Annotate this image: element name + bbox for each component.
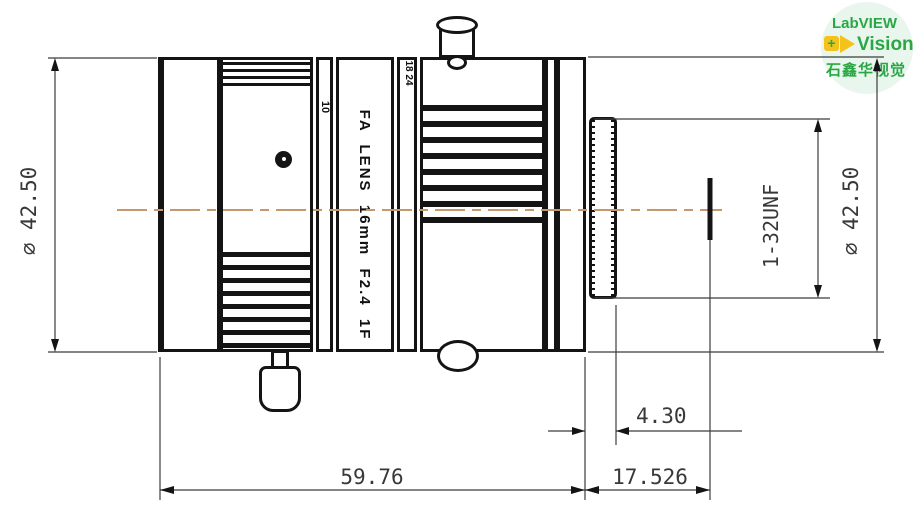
dim-thread-length: 4.30 xyxy=(636,404,687,428)
aperture-ring xyxy=(420,57,545,352)
dim-flange-distance: 17.526 xyxy=(612,465,688,489)
focus-ring-knurl-bottom xyxy=(223,252,310,349)
logo-arrow-icon xyxy=(840,35,855,53)
dim-right-diameter: ∅ 42.50 xyxy=(839,167,863,256)
model-engraving: FA LENS 16mm F2.4 1F xyxy=(356,109,373,341)
iris-scale-ring xyxy=(397,57,417,352)
labview-plus-icon: + xyxy=(824,36,839,51)
aperture-lock-screw-bottom xyxy=(437,340,479,372)
dim-thread-spec: 1-32UNF xyxy=(759,184,783,268)
logo-labview-text: LabVIEW xyxy=(832,15,898,32)
focus-lock-screw-body xyxy=(259,366,301,412)
focus-ring xyxy=(220,57,313,352)
logo-chinese-text: 石鑫华视觉 xyxy=(826,62,907,79)
aperture-lock-screw-base xyxy=(447,55,467,70)
dim-body-length: 59.76 xyxy=(340,465,403,489)
logo-vision-text: Vision xyxy=(857,34,913,55)
rear-flange-ring xyxy=(545,57,557,352)
focus-scale-ring xyxy=(316,57,333,352)
front-barrel xyxy=(158,57,220,352)
aperture-ring-knurl xyxy=(423,105,542,223)
focus-ring-knurl-top xyxy=(223,62,310,87)
focus-scale-engraving: 10 xyxy=(319,100,331,114)
thread-serration-left xyxy=(592,120,595,296)
dim-left-diameter: ∅ 42.50 xyxy=(17,167,41,256)
set-screw-hole-center xyxy=(282,157,286,161)
thread-serration-right xyxy=(611,120,614,296)
vendor-logo: LabVIEW + Vision 石鑫华视觉 xyxy=(821,2,913,94)
cmount-thread xyxy=(589,117,617,299)
rear-barrel xyxy=(557,57,586,352)
aperture-lock-screw-top xyxy=(436,16,478,34)
iris-scale-engraving: 18 24 xyxy=(403,60,414,86)
model-ring xyxy=(336,57,394,352)
